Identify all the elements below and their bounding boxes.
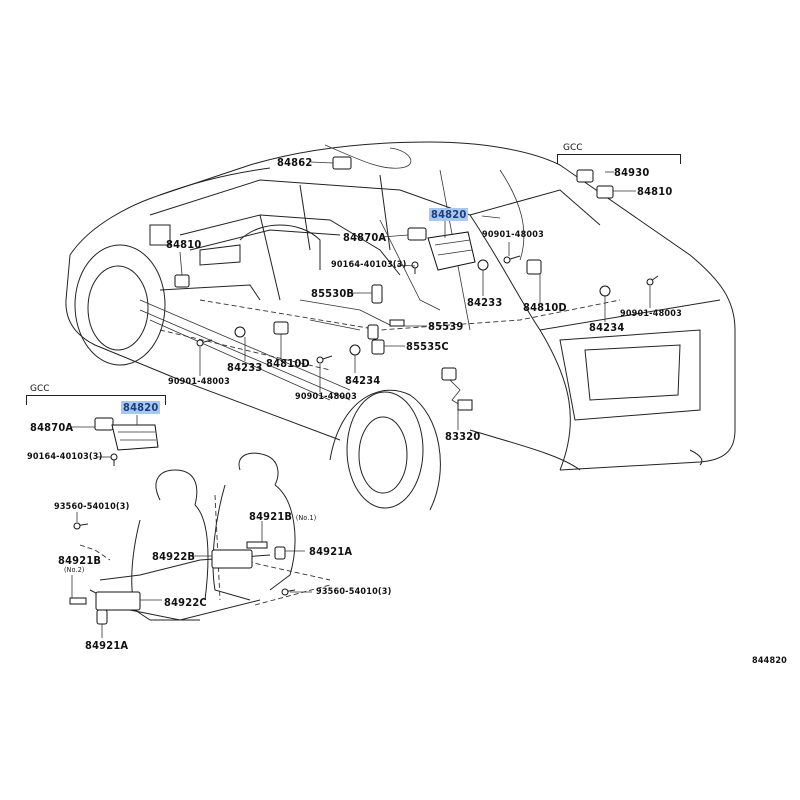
part-84234-b[interactable]	[349, 344, 361, 356]
part-84921a-a[interactable]	[274, 546, 286, 560]
label-85539[interactable]: 85539	[428, 320, 464, 333]
part-84233-a[interactable]	[477, 259, 489, 271]
label-84810-gcc[interactable]: 84810	[637, 185, 673, 198]
figure-code: 844820	[752, 656, 788, 666]
label-85530b[interactable]: 85530B	[311, 287, 355, 300]
part-85539[interactable]	[389, 319, 405, 327]
label-93560-54010-a[interactable]: 93560-54010(3)	[54, 502, 130, 512]
part-84820-gcc[interactable]	[111, 424, 159, 451]
note-no2: (No.2)	[64, 566, 85, 574]
leader-lines	[70, 161, 651, 638]
label-84820-main[interactable]: 84820	[429, 208, 469, 221]
part-84820-main[interactable]	[427, 231, 476, 271]
group-bracket-gcc-right	[557, 154, 681, 164]
label-84810d-a[interactable]: 84810D	[523, 301, 567, 314]
label-84930[interactable]: 84930	[614, 166, 650, 179]
part-84810d-b[interactable]	[273, 321, 289, 335]
label-90164-40103-gcc[interactable]: 90164-40103(3)	[27, 452, 103, 462]
part-85530b[interactable]	[371, 284, 383, 304]
car-body-outline	[65, 141, 736, 621]
part-84233-b[interactable]	[234, 326, 246, 338]
label-93560-54010-b[interactable]: 93560-54010(3)	[316, 587, 392, 597]
label-84810-left[interactable]: 84810	[166, 238, 202, 251]
label-85535c[interactable]: 85535C	[406, 340, 449, 353]
part-84870a-gcc[interactable]	[94, 417, 114, 431]
label-84870a-gcc[interactable]: 84870A	[30, 421, 74, 434]
part-85535c-cap[interactable]	[367, 324, 379, 340]
part-84870a-main[interactable]	[407, 227, 427, 241]
part-83320[interactable]	[441, 367, 457, 381]
label-90901-48003-b[interactable]: 90901-48003	[620, 309, 682, 319]
label-84921a-a[interactable]: 84921A	[309, 545, 353, 558]
label-84862[interactable]: 84862	[277, 156, 313, 169]
group-bracket-gcc-left	[26, 395, 166, 405]
label-84810d-b[interactable]: 84810D	[266, 357, 310, 370]
part-84810-gcc[interactable]	[596, 185, 614, 199]
label-84870a-main[interactable]: 84870A	[343, 231, 387, 244]
label-84820-gcc[interactable]: 84820	[121, 401, 161, 414]
label-84922b[interactable]: 84922B	[152, 550, 196, 563]
note-no1: (No.1)	[295, 514, 317, 522]
label-90901-48003-a[interactable]: 90901-48003	[482, 230, 544, 240]
part-84810d-a[interactable]	[526, 259, 542, 275]
part-84862[interactable]	[332, 156, 352, 170]
part-84921a-b[interactable]	[96, 609, 108, 625]
label-84234-a[interactable]: 84234	[589, 321, 625, 334]
label-84233-a[interactable]: 84233	[467, 296, 503, 309]
part-84922c[interactable]	[95, 591, 141, 611]
label-84922c[interactable]: 84922C	[164, 596, 207, 609]
label-90901-48003-d[interactable]: 90901-48003	[295, 392, 357, 402]
label-84921b-no1-text: 84921B	[249, 510, 293, 523]
label-90164-40103-main[interactable]: 90164-40103(3)	[331, 260, 407, 270]
label-84921a-b[interactable]: 84921A	[85, 639, 129, 652]
label-84234-b[interactable]: 84234	[345, 374, 381, 387]
part-83320-sensor[interactable]	[457, 399, 473, 411]
screw-icons	[73, 255, 659, 596]
label-84921b-no1[interactable]: 84921B (No.1)	[249, 510, 316, 523]
part-84930[interactable]	[576, 169, 594, 183]
label-84921b-no2[interactable]: 84921B	[58, 554, 102, 567]
group-label-gcc-right: GCC	[563, 143, 583, 153]
group-label-gcc-left: GCC	[30, 384, 50, 394]
part-84234-a[interactable]	[599, 285, 611, 297]
part-84810-left[interactable]	[174, 274, 190, 288]
label-83320[interactable]: 83320	[445, 430, 481, 443]
part-84921b-no2[interactable]	[69, 597, 87, 605]
part-84922b[interactable]	[211, 549, 253, 569]
label-84233-b[interactable]: 84233	[227, 361, 263, 374]
part-84921b-no1[interactable]	[246, 541, 268, 549]
part-85535c[interactable]	[371, 339, 385, 355]
label-90901-48003-c[interactable]: 90901-48003	[168, 377, 230, 387]
